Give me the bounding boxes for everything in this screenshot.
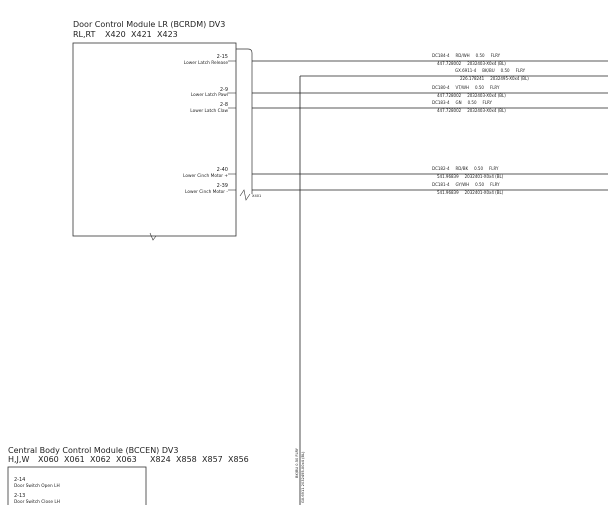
bottom-connector-2: X061 bbox=[64, 455, 85, 464]
bottom-module-box bbox=[7, 466, 147, 505]
pin-number: 2-13 bbox=[14, 493, 25, 499]
top-module-subtitle: RL,RT bbox=[73, 30, 96, 39]
pin-label: Door Switch Open LH bbox=[14, 483, 60, 489]
pin-label: Door Switch Close LH bbox=[14, 499, 60, 505]
pin-number: 2-15 bbox=[217, 54, 228, 60]
top-connector-1: X420 bbox=[105, 30, 126, 39]
splice-break-mark bbox=[239, 189, 251, 201]
top-connector-2: X421 bbox=[131, 30, 152, 39]
pin-number: 2-8 bbox=[220, 102, 228, 108]
bottom-connector-7: X857 bbox=[202, 455, 223, 464]
vertical-wire-label-2: GX.6911 2032495-X0x4 (BL) bbox=[301, 451, 305, 503]
splice-label: X401 bbox=[252, 194, 261, 198]
bottom-connector-3: X062 bbox=[90, 455, 111, 464]
bottom-module-title: Central Body Control Module (BCCEN) DV3 bbox=[8, 446, 178, 455]
pin-number: 2-39 bbox=[217, 183, 228, 189]
top-module-box bbox=[72, 42, 237, 237]
bottom-connector-5: X824 bbox=[150, 455, 171, 464]
pin-label: Lower Latch Claw bbox=[190, 108, 228, 114]
pin-label: Lower Latch Release bbox=[184, 60, 229, 66]
bottom-connector-6: X858 bbox=[176, 455, 197, 464]
top-module-title: Door Control Module LR (BCRDM) DV3 bbox=[73, 20, 225, 29]
pin-label: Lower Latch Pawl bbox=[191, 92, 228, 98]
bottom-module-subtitle: H,J,W bbox=[8, 455, 29, 464]
connector-bracket bbox=[236, 48, 253, 194]
pin-number: 2-9 bbox=[220, 87, 228, 93]
pin-label: Lower Cinch Motor + bbox=[183, 173, 228, 179]
bottom-connector-8: X856 bbox=[228, 455, 249, 464]
bottom-connector-4: X063 bbox=[116, 455, 137, 464]
bottom-connector-1: X060 bbox=[38, 455, 59, 464]
pin-number: 2-40 bbox=[217, 167, 228, 173]
pin-number: 2-14 bbox=[14, 477, 25, 483]
top-connector-3: X423 bbox=[157, 30, 178, 39]
top-module-break-mark bbox=[149, 232, 157, 241]
vertical-wire-label-1: BK/BU 0.50 FLRY bbox=[295, 447, 299, 478]
pin-label: Lower Cinch Motor - bbox=[185, 189, 228, 195]
